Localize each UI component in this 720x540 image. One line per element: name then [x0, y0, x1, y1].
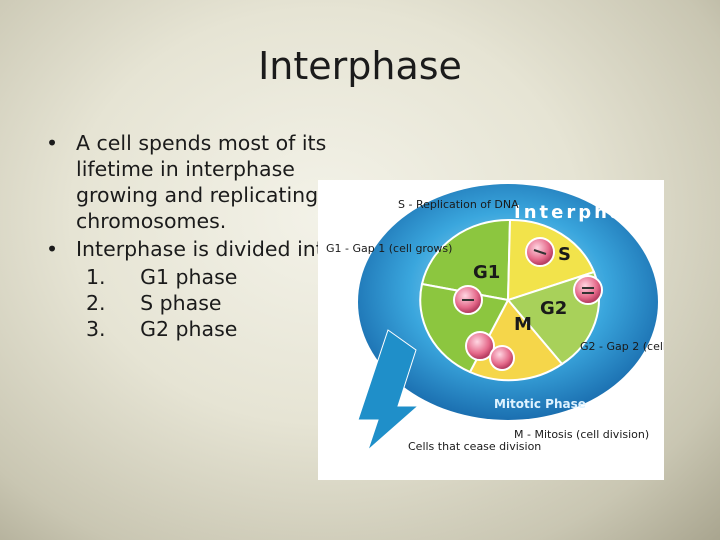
cell-cycle-figure: G1 S G2 M Interphase Mitotic Phase S - R…: [318, 180, 664, 480]
sector-g1-label: G1: [473, 262, 500, 283]
cell-icons: [453, 237, 603, 371]
sector-m-label: M: [514, 314, 532, 335]
list-number: 3.: [86, 317, 106, 341]
g2-callout: G2 - Gap 2 (cell prepares to divide): [580, 340, 664, 353]
cell-icon: [489, 345, 515, 371]
g1-sector-lower: [419, 282, 510, 374]
g1-sector: [420, 218, 512, 302]
bullet-item: • A cell spends most of its lifetime in …: [46, 130, 346, 234]
interphase-ring-label: Interphase: [514, 202, 654, 223]
cease-callout: Cells that cease division: [408, 440, 541, 453]
list-text: G1 phase: [140, 265, 238, 289]
bullet-text: Interphase is divided into:: [76, 237, 344, 261]
m-callout: M - Mitosis (cell division): [514, 428, 649, 441]
bullet-item: • Interphase is divided into:: [46, 236, 346, 262]
list-number: 1.: [86, 265, 106, 289]
s-callout: S - Replication of DNA: [398, 198, 519, 211]
g1-callout: G1 - Gap 1 (cell grows): [326, 242, 452, 255]
mitotic-phase-label: Mitotic Phase: [494, 397, 586, 411]
bullet-icon: •: [46, 237, 59, 261]
cell-icon: [465, 331, 495, 361]
cell-cycle-diagram: G1 S G2 M Interphase Mitotic Phase S - R…: [326, 184, 664, 453]
sector-g2-label: G2: [540, 298, 567, 319]
bullet-text: A cell spends most of its lifetime in in…: [76, 131, 327, 233]
numbered-list: 1. G1 phase 2. S phase 3. G2 phase: [46, 264, 346, 342]
sector-s-label: S: [558, 244, 571, 265]
list-text: S phase: [140, 291, 222, 315]
list-item: 1. G1 phase: [46, 264, 346, 290]
cease-division-arrow-icon: [357, 329, 420, 452]
list-text: G2 phase: [140, 317, 238, 341]
cell-icon: [573, 275, 603, 305]
list-item: 3. G2 phase: [46, 316, 346, 342]
list-number: 2.: [86, 291, 106, 315]
bullet-icon: •: [46, 131, 59, 155]
slide-body: • A cell spends most of its lifetime in …: [46, 130, 346, 342]
list-item: 2. S phase: [46, 290, 346, 316]
slide-title: Interphase: [258, 44, 462, 88]
